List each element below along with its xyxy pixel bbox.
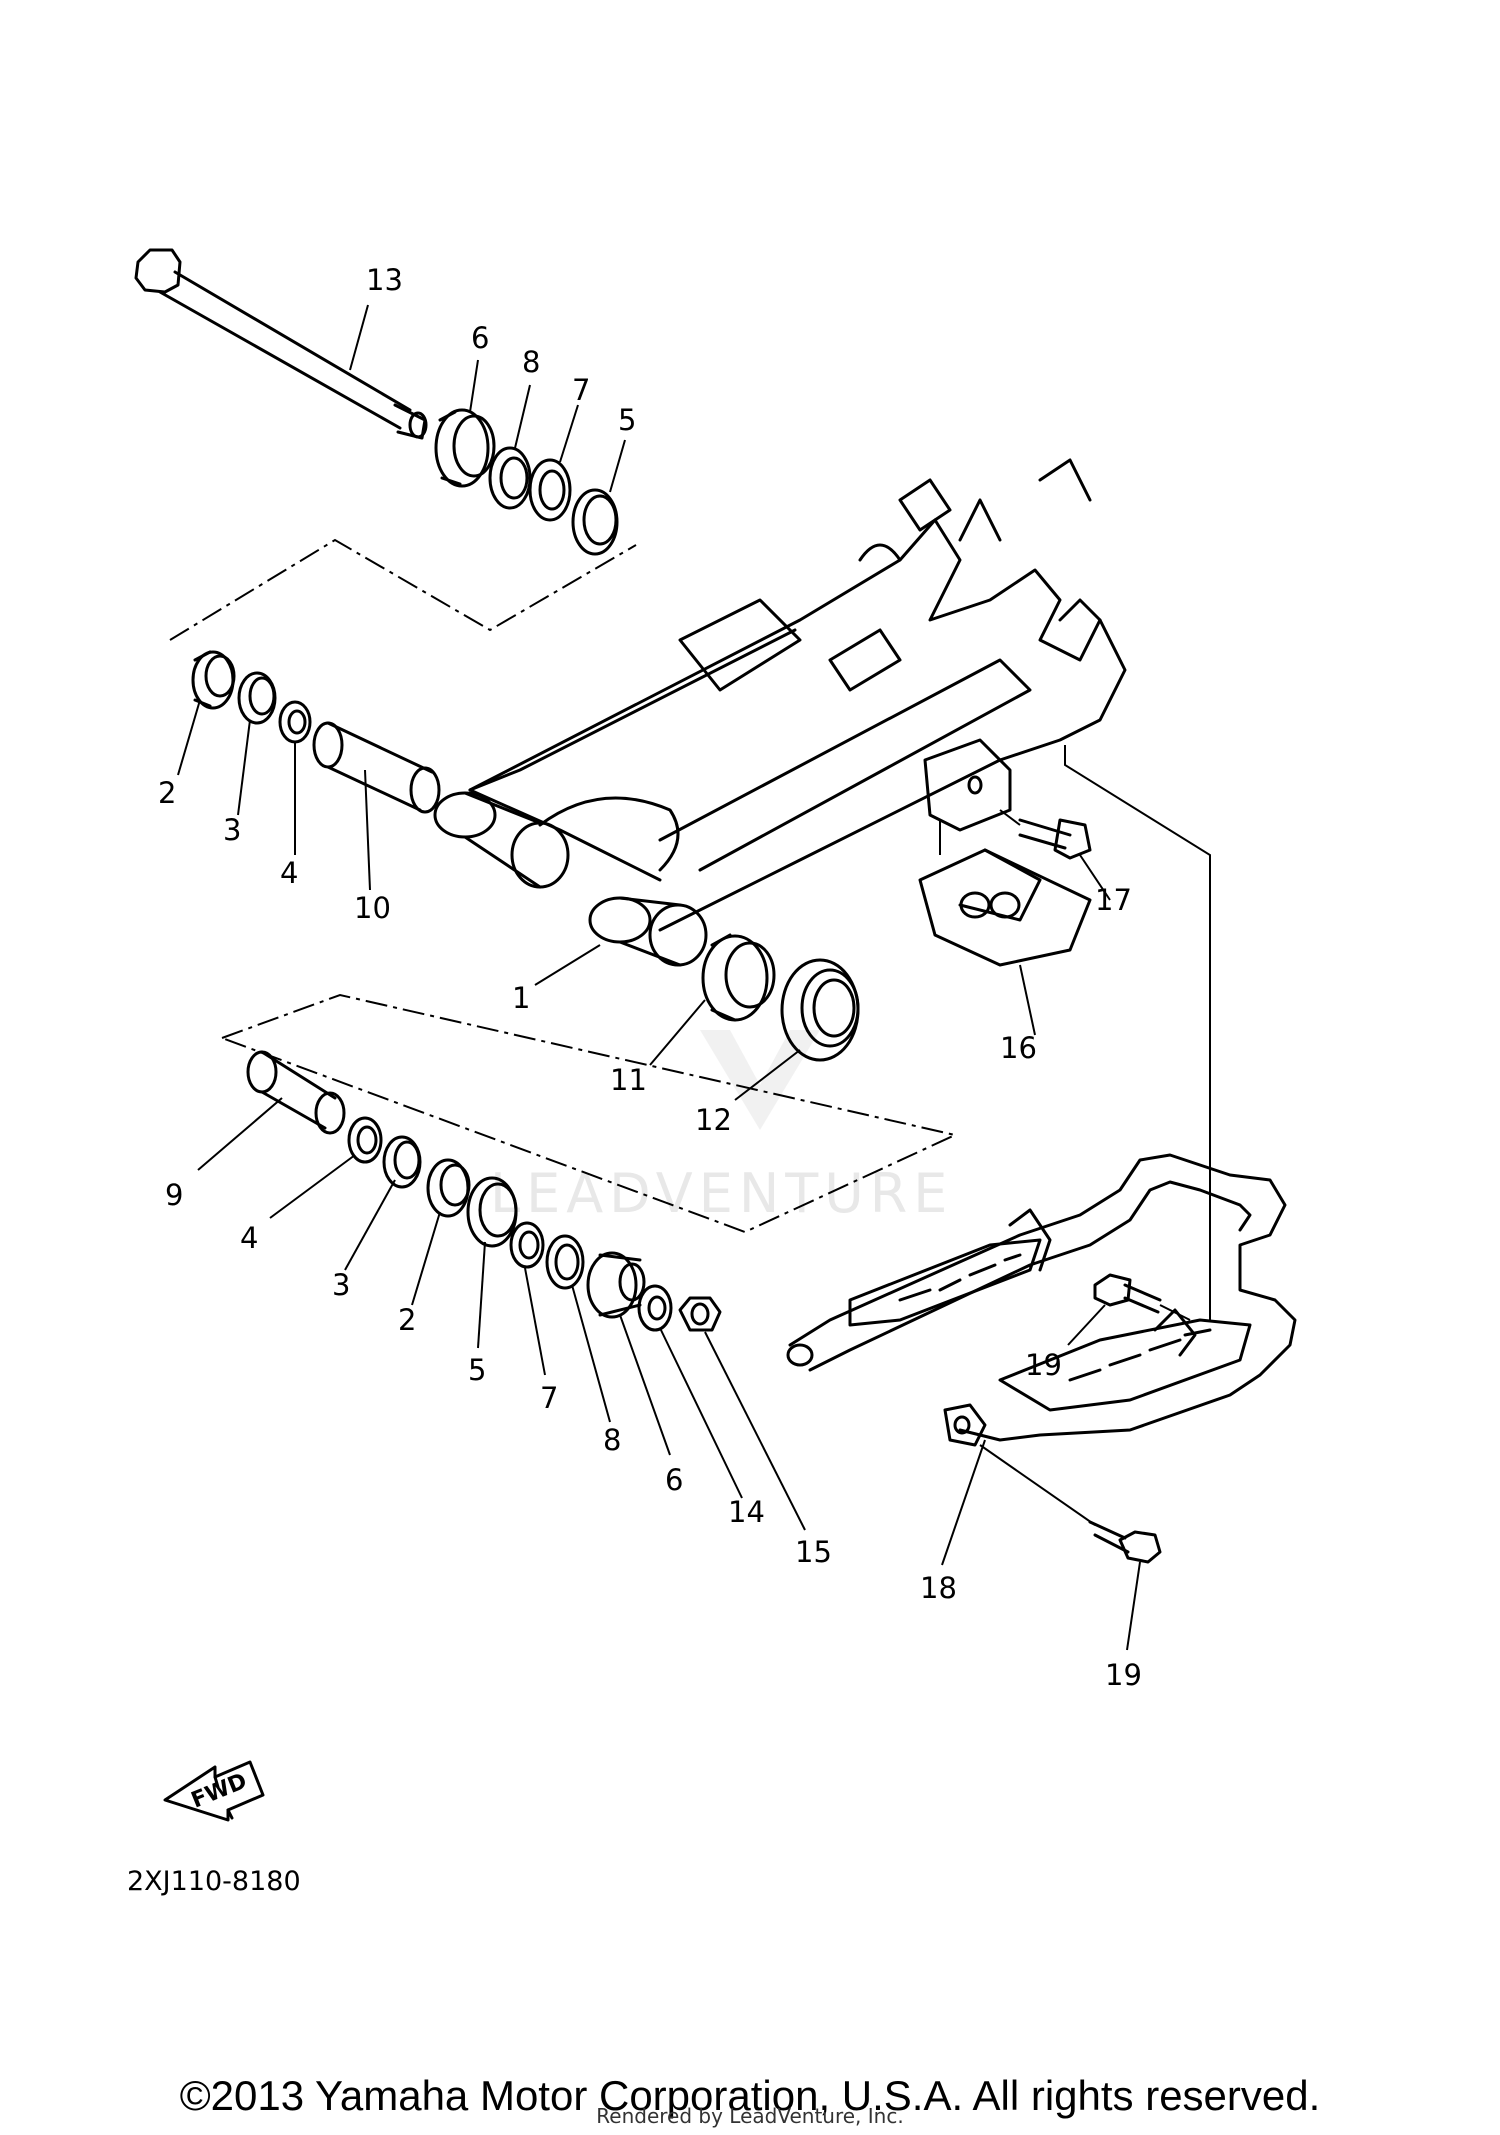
- lower-washer-4: [347, 1116, 383, 1164]
- callout-7b: 7: [540, 1381, 558, 1415]
- callout-8b: 8: [603, 1423, 621, 1457]
- lower-spacer-9: [246, 1050, 346, 1135]
- left-collar-3: [237, 671, 277, 725]
- leader-4b: [269, 1154, 356, 1219]
- callout-3a: 3: [223, 813, 241, 847]
- leader-12: [734, 1049, 801, 1101]
- alignment-19b: [979, 1444, 1096, 1526]
- nut-15: [678, 1296, 722, 1332]
- leader-7b: [524, 1267, 546, 1376]
- leader-1: [534, 944, 601, 986]
- callout-5b: 5: [468, 1353, 486, 1387]
- lower-bushing-5: [466, 1176, 518, 1248]
- diagram-code: 2XJ110-8180: [127, 1866, 301, 1897]
- leader-11: [649, 999, 706, 1066]
- alignment-footrest: [1064, 745, 1211, 1320]
- callout-8a: 8: [522, 345, 540, 379]
- lower-needle-bearing-2: [426, 1158, 471, 1218]
- leader-19b: [1126, 1561, 1141, 1651]
- copyright-notice: ©2013 Yamaha Motor Corporation, U.S.A. A…: [179, 2072, 1321, 2119]
- leader-19a: [1067, 1304, 1106, 1346]
- alignment-19a: [1159, 1304, 1191, 1321]
- bolt-17: [1018, 818, 1092, 860]
- leader-6a: [469, 359, 479, 413]
- callout-16: 16: [1000, 1031, 1037, 1065]
- bolt-19-upper: [1093, 1273, 1162, 1314]
- callout-10: 10: [354, 891, 391, 925]
- callout-14: 14: [728, 1495, 765, 1529]
- callout-13: 13: [366, 263, 403, 297]
- leader-2a: [177, 699, 201, 776]
- left-washer-4: [278, 700, 312, 744]
- callout-7a: 7: [572, 373, 590, 407]
- footrest-18: [786, 1153, 1297, 1447]
- leader-5b: [477, 1241, 486, 1349]
- callout-4b: 4: [240, 1221, 258, 1255]
- leader-5a: [609, 439, 626, 493]
- callout-3b: 3: [332, 1268, 350, 1302]
- callout-2b: 2: [398, 1303, 416, 1337]
- leader-10: [364, 769, 371, 891]
- upper-seal-6: [434, 408, 496, 488]
- leader-3a: [237, 719, 251, 816]
- alignment-17: [999, 809, 1021, 826]
- seal-12: [780, 958, 860, 1062]
- callout-19a: 19: [1025, 1348, 1062, 1382]
- upper-assembly-outline: [169, 538, 637, 641]
- chain-guide-16: [918, 848, 1092, 967]
- leader-6b: [619, 1314, 671, 1456]
- leader-14: [659, 1327, 743, 1499]
- callout-6b: 6: [665, 1463, 683, 1497]
- leader-9: [197, 1097, 283, 1171]
- callout-19b: 19: [1105, 1658, 1142, 1692]
- fwd-arrow-icon: FWD: [163, 1760, 265, 1822]
- callout-12: 12: [695, 1103, 732, 1137]
- callout-15: 15: [795, 1535, 832, 1569]
- lower-assembly-outline: [221, 993, 959, 1234]
- rendered-by-notice: Rendered by LeadVenture, Inc.: [596, 2104, 904, 2128]
- swingarm: [433, 458, 1127, 967]
- left-spacer-10: [312, 721, 441, 814]
- leader-3b: [344, 1179, 396, 1271]
- watermark-text: LEADVENTURE: [490, 1162, 953, 1225]
- left-needle-bearing-2: [191, 650, 236, 710]
- lower-thrust-washer-7: [509, 1221, 545, 1269]
- callout-1: 1: [512, 981, 530, 1015]
- watermark-logo: [700, 1030, 820, 1130]
- callout-18: 18: [920, 1571, 957, 1605]
- upper-thrust-washer-7: [528, 458, 572, 522]
- callout-9: 9: [165, 1178, 183, 1212]
- leader-2b: [411, 1211, 441, 1306]
- leader-16: [1019, 964, 1036, 1036]
- leader-8b: [571, 1284, 611, 1423]
- leader-18: [941, 1439, 986, 1566]
- lower-seal-6: [586, 1251, 646, 1319]
- leader-17: [1079, 854, 1111, 901]
- washer-14: [637, 1284, 673, 1332]
- callout-4a: 4: [280, 856, 298, 890]
- leader-13: [349, 304, 369, 371]
- pivot-shaft: [134, 248, 428, 440]
- callout-5a: 5: [618, 403, 636, 437]
- lower-collar-3: [382, 1135, 422, 1189]
- callout-17: 17: [1095, 883, 1132, 917]
- callout-11: 11: [610, 1063, 647, 1097]
- lower-collar-8: [545, 1234, 585, 1290]
- bolt-19-lower: [1088, 1520, 1162, 1564]
- bushing-11: [701, 933, 776, 1022]
- upper-collar-8: [488, 446, 532, 510]
- callout-2a: 2: [158, 776, 176, 810]
- upper-bushing-5: [571, 488, 619, 556]
- callout-6a: 6: [471, 321, 489, 355]
- leader-8a: [514, 384, 531, 449]
- leader-7a: [559, 404, 579, 463]
- leader-15: [704, 1331, 806, 1531]
